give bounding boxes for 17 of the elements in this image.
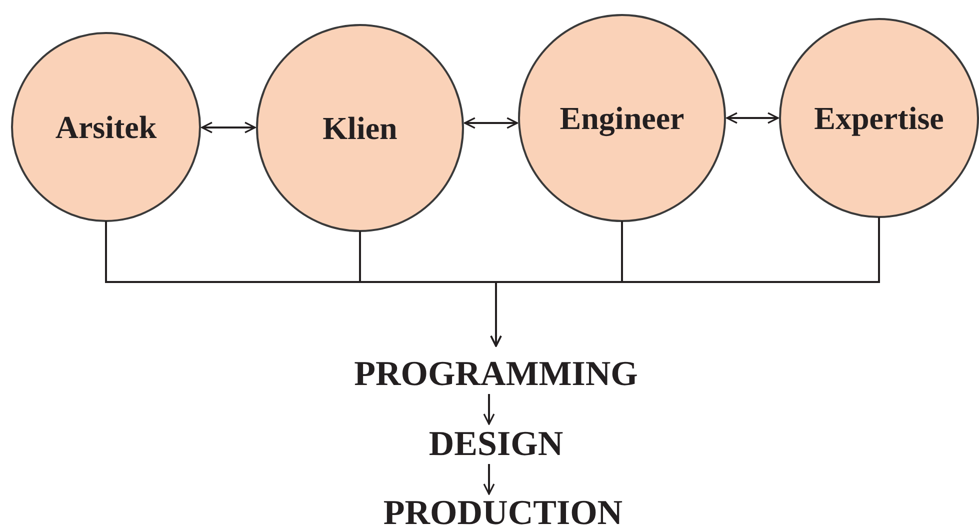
node-label: Arsitek [55,111,157,143]
arrow [483,394,495,425]
node-label: Engineer [560,102,684,134]
stage-label: PRODUCTION [383,494,623,530]
stage-label: PROGRAMMING [354,356,638,390]
person-circle [518,14,726,222]
arrow [483,464,495,495]
arrow [726,112,779,124]
node-label: Expertise [814,102,944,134]
arrow [464,117,518,129]
stage-label: DESIGN [428,426,564,460]
node-label: Klien [322,112,398,144]
person-circle [779,18,979,218]
arrow [490,217,880,347]
person-circle [11,32,201,222]
person-circle [256,24,464,232]
arrow [201,122,256,134]
